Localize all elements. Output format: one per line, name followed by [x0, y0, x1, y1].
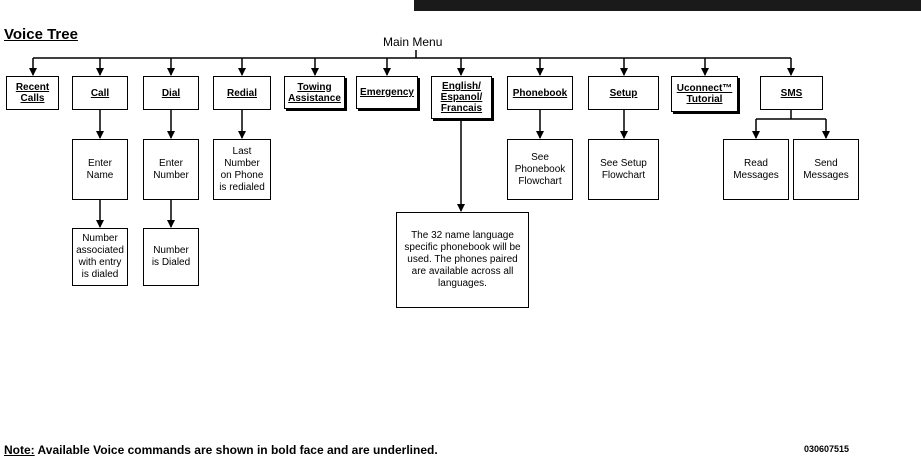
setup-flowchart-ref-box: See Setup Flowchart	[588, 139, 659, 200]
command-emergency: Emergency	[356, 76, 418, 109]
command-uconnect-tutorial: Uconnect™ Tutorial	[671, 76, 738, 112]
sms-read-messages-box: Read Messages	[723, 139, 789, 200]
command-dial: Dial	[143, 76, 199, 110]
language-note-box: The 32 name language specific phonebook …	[396, 212, 529, 308]
command-setup: Setup	[588, 76, 659, 110]
header-bar	[414, 0, 921, 11]
call-result-box: Number associated with entry is dialed	[72, 228, 128, 286]
sms-send-messages-box: Send Messages	[793, 139, 859, 200]
main-menu-label: Main Menu	[383, 35, 443, 49]
figure-code: 030607515	[804, 444, 850, 454]
footnote: Note: Available Voice commands are shown…	[4, 443, 438, 457]
dial-enter-number-box: Enter Number	[143, 139, 199, 200]
footnote-prefix: Note:	[4, 443, 35, 457]
command-phonebook: Phonebook	[507, 76, 573, 110]
page-title: Voice Tree	[4, 26, 78, 43]
command-sms: SMS	[760, 76, 823, 110]
command-redial: Redial	[213, 76, 271, 110]
command-english-espanol-francais: English/ Espanol/ Francais	[431, 76, 492, 119]
dial-result-box: Number is Dialed	[143, 228, 199, 286]
command-call: Call	[72, 76, 128, 110]
command-recent-calls: Recent Calls	[6, 76, 59, 110]
redial-result-box: Last Number on Phone is redialed	[213, 139, 271, 200]
command-towing-assistance: Towing Assistance	[284, 76, 345, 109]
phonebook-flowchart-ref-box: See Phonebook Flowchart	[507, 139, 573, 200]
footnote-text: Available Voice commands are shown in bo…	[34, 443, 438, 457]
call-enter-name-box: Enter Name	[72, 139, 128, 200]
